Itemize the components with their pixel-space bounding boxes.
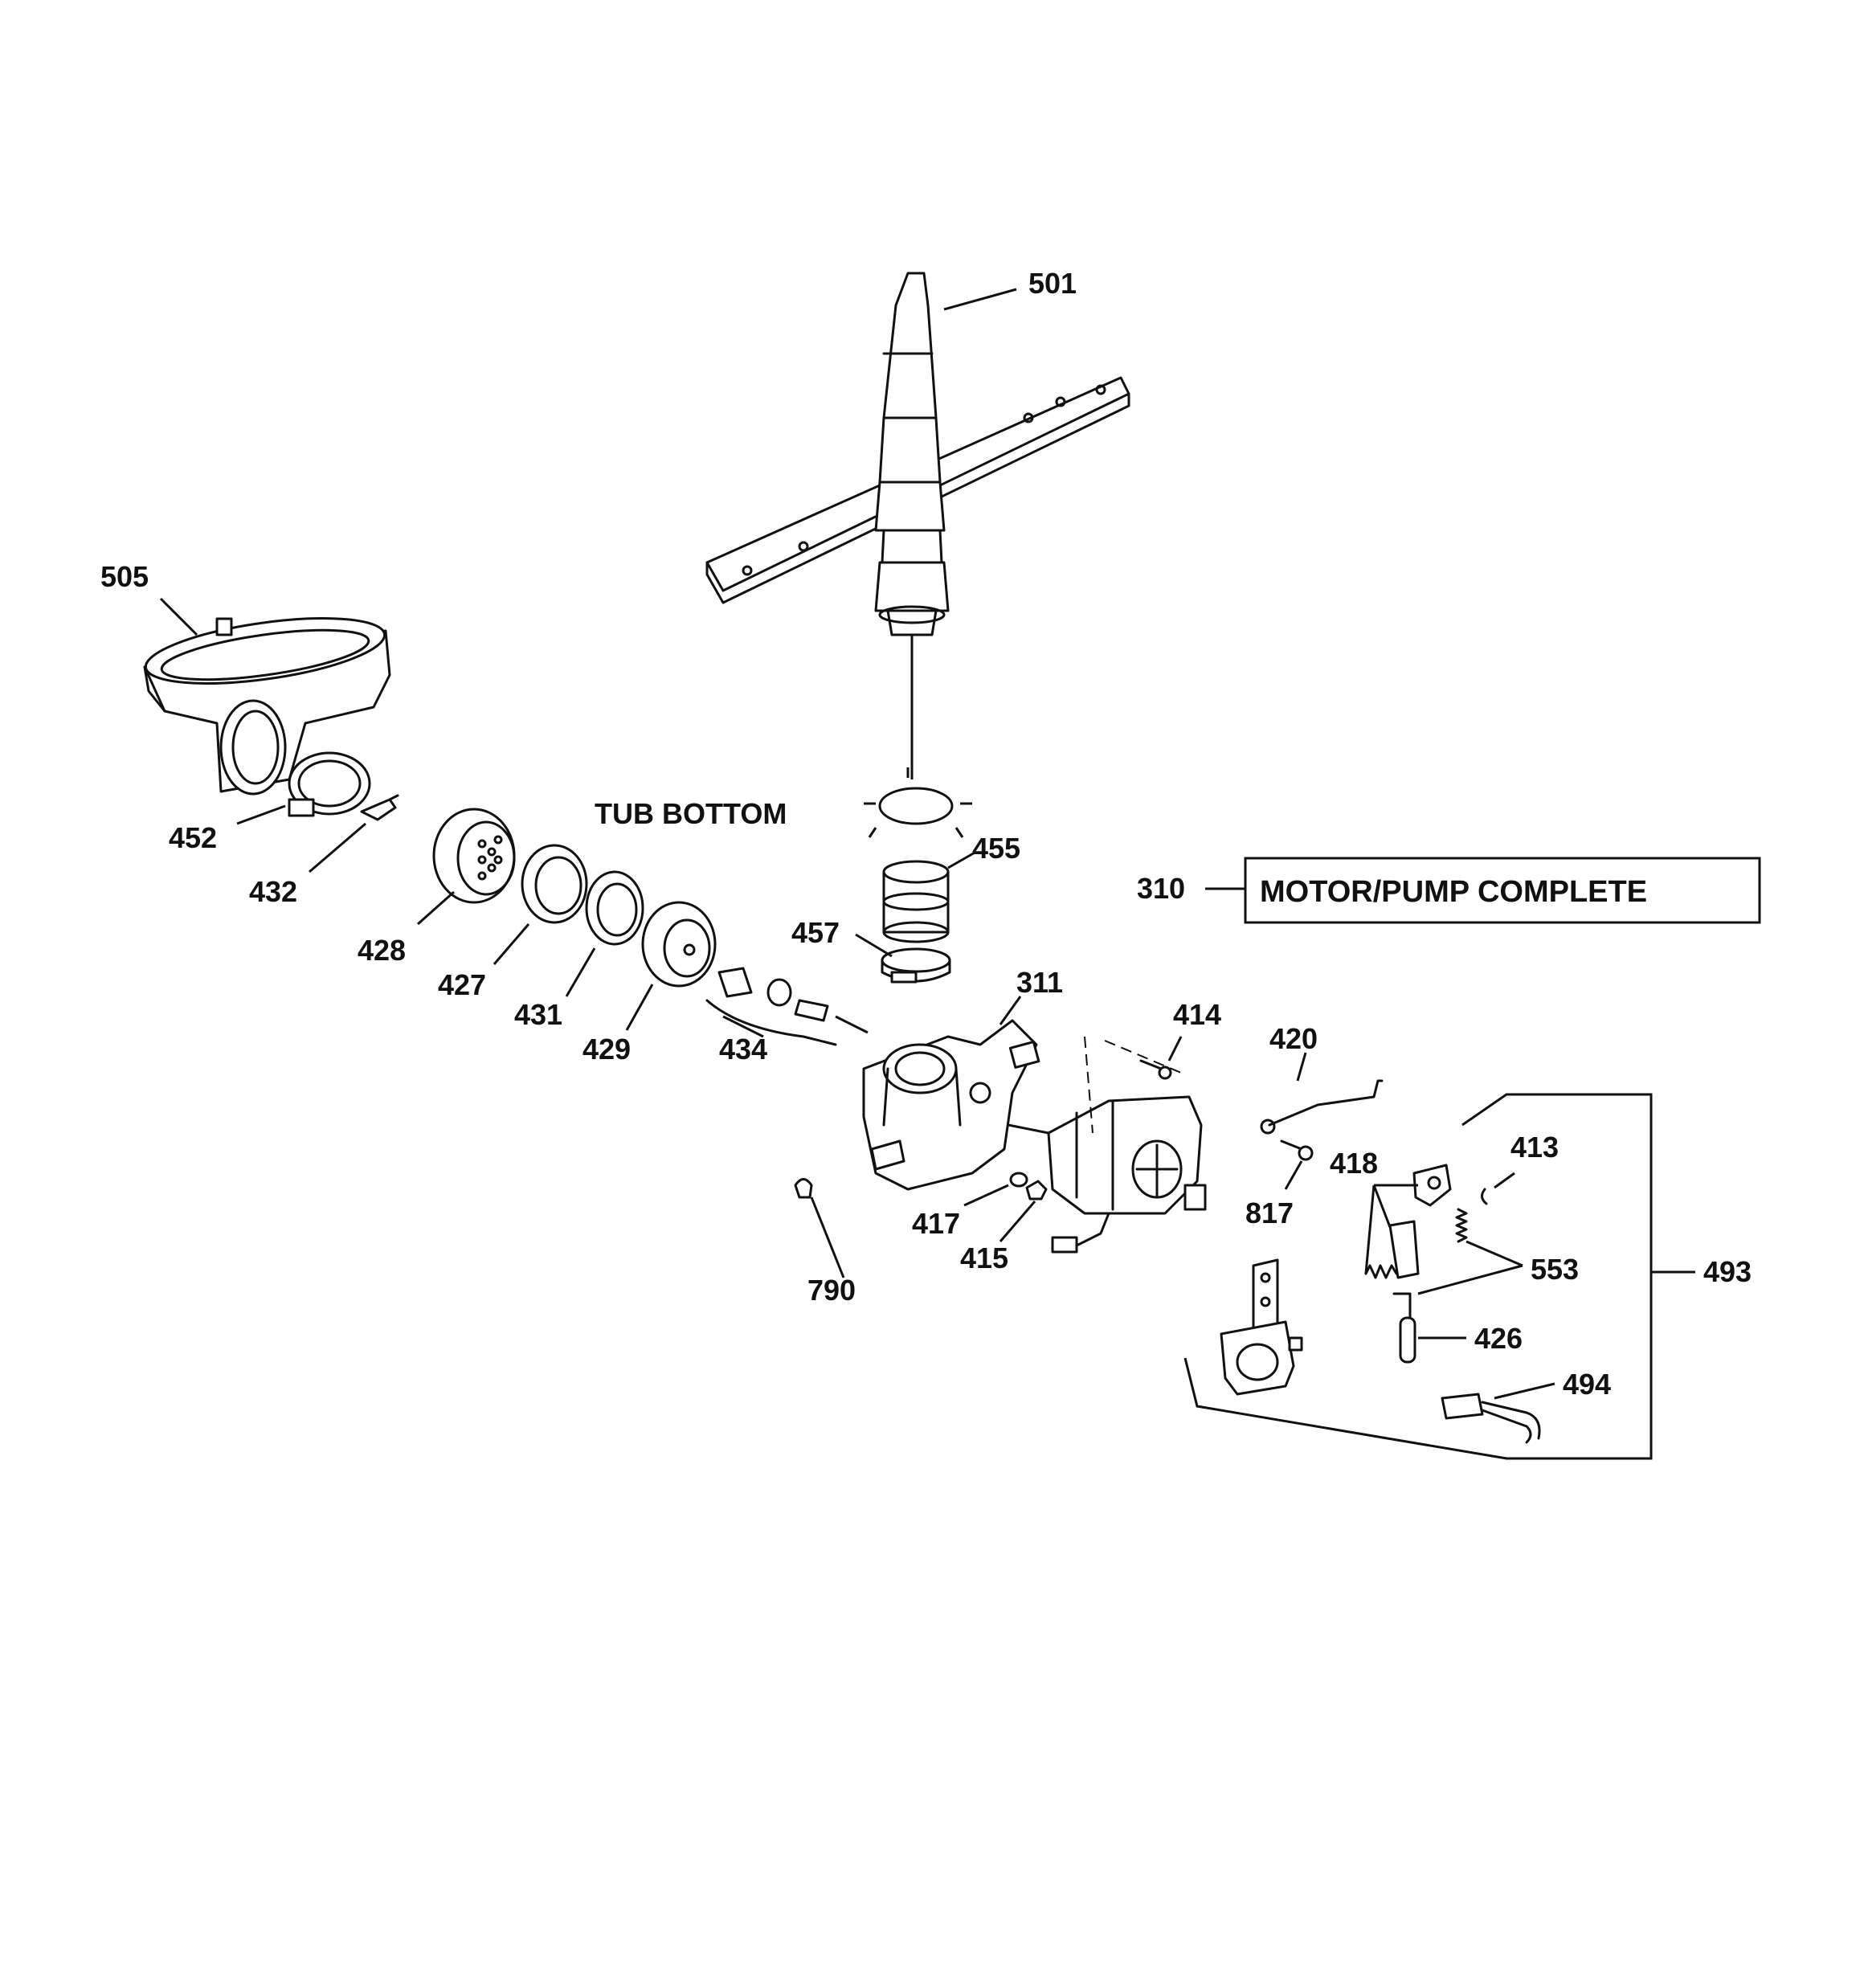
screw-817-drawing (1280, 1139, 1314, 1161)
callout-434: 434 (719, 1033, 767, 1066)
rod-420-drawing (1260, 1079, 1384, 1135)
connector-494-drawing (1441, 1393, 1541, 1444)
bracket-493 (1183, 1093, 1653, 1460)
callout-311: 311 (1016, 966, 1063, 999)
callout-505: 505 (100, 560, 149, 593)
leader-817 (1284, 1160, 1303, 1190)
leader-413 (1494, 1172, 1515, 1189)
lower-spray-arm-drawing (705, 272, 1130, 636)
impeller-429-drawing (641, 901, 717, 988)
leader-501 (943, 288, 1017, 311)
clamp-452-drawing (288, 751, 371, 817)
callout-501: 501 (1028, 267, 1077, 300)
seal-455-drawing (882, 860, 950, 943)
callout-431: 431 (514, 998, 562, 1031)
e-ring-413-drawing (1481, 1188, 1488, 1205)
callout-429: 429 (582, 1033, 631, 1066)
clip-790-drawing (794, 1178, 813, 1199)
pin-426-drawing (1392, 1292, 1416, 1364)
tub-bottom-gasket-drawing (864, 767, 972, 838)
callout-414: 414 (1173, 998, 1221, 1031)
motor-pump-complete-label: MOTOR/PUMP COMPLETE (1260, 875, 1647, 909)
callout-452: 452 (169, 821, 217, 854)
leader-494 (1494, 1382, 1555, 1400)
callout-553: 553 (1531, 1253, 1579, 1286)
callout-432: 432 (249, 875, 297, 908)
callout-420: 420 (1269, 1022, 1318, 1055)
leader-434 (722, 1015, 764, 1038)
pump-311-drawing (862, 1019, 1040, 1191)
callout-426: 426 (1474, 1322, 1523, 1355)
assembly-line-434 (835, 1015, 869, 1034)
callout-817: 817 (1245, 1196, 1294, 1229)
callout-428: 428 (358, 934, 406, 967)
solenoid-bracket-drawing (1220, 1258, 1303, 1396)
lever-418-drawing (1412, 1164, 1452, 1207)
leader-414 (1167, 1036, 1183, 1061)
leader-420 (1296, 1052, 1307, 1082)
callout-790: 790 (807, 1274, 856, 1307)
motor-pump-complete-box (1244, 857, 1761, 924)
callout-457: 457 (791, 916, 840, 949)
callout-427: 427 (438, 968, 486, 1001)
leader-553 (1417, 1240, 1523, 1295)
callout-415: 415 (960, 1241, 1008, 1274)
springs-553-drawing (1364, 1208, 1468, 1279)
leader-455 (947, 850, 977, 869)
callout-494: 494 (1563, 1368, 1611, 1401)
ring-427-drawing (521, 844, 588, 924)
callout-417: 417 (912, 1207, 960, 1240)
leader-417 (963, 1184, 1009, 1207)
callout-413: 413 (1510, 1131, 1559, 1164)
callout-455: 455 (972, 832, 1020, 865)
leader-311 (999, 996, 1022, 1025)
clamp-457-drawing (881, 947, 951, 984)
leader-431 (565, 947, 596, 997)
callout-310: 310 (1137, 872, 1185, 905)
screw-414-drawing (1139, 1059, 1172, 1080)
leader-452 (236, 804, 286, 825)
ring-431-drawing (585, 870, 644, 946)
callout-418: 418 (1330, 1147, 1378, 1180)
seal-kit-434-drawing (705, 967, 837, 1046)
tub-bottom-label: TUB BOTTOM (595, 797, 787, 830)
filter-428-drawing (432, 808, 516, 904)
sump-505-drawing (143, 617, 391, 796)
leader-415 (999, 1201, 1036, 1242)
leader-790 (810, 1196, 845, 1278)
leader-428 (417, 890, 455, 926)
leader-505 (159, 597, 198, 636)
leader-429 (625, 984, 654, 1031)
leader-427 (493, 923, 530, 965)
clip-432-drawing (360, 794, 399, 821)
dashed-alignment-motor (1084, 1036, 1182, 1134)
leader-457 (855, 933, 893, 958)
washer-417-nut-415-drawing (1009, 1172, 1048, 1201)
motor-drawing (1007, 1095, 1207, 1254)
callout-493: 493 (1703, 1255, 1752, 1288)
leader-432 (309, 822, 366, 873)
